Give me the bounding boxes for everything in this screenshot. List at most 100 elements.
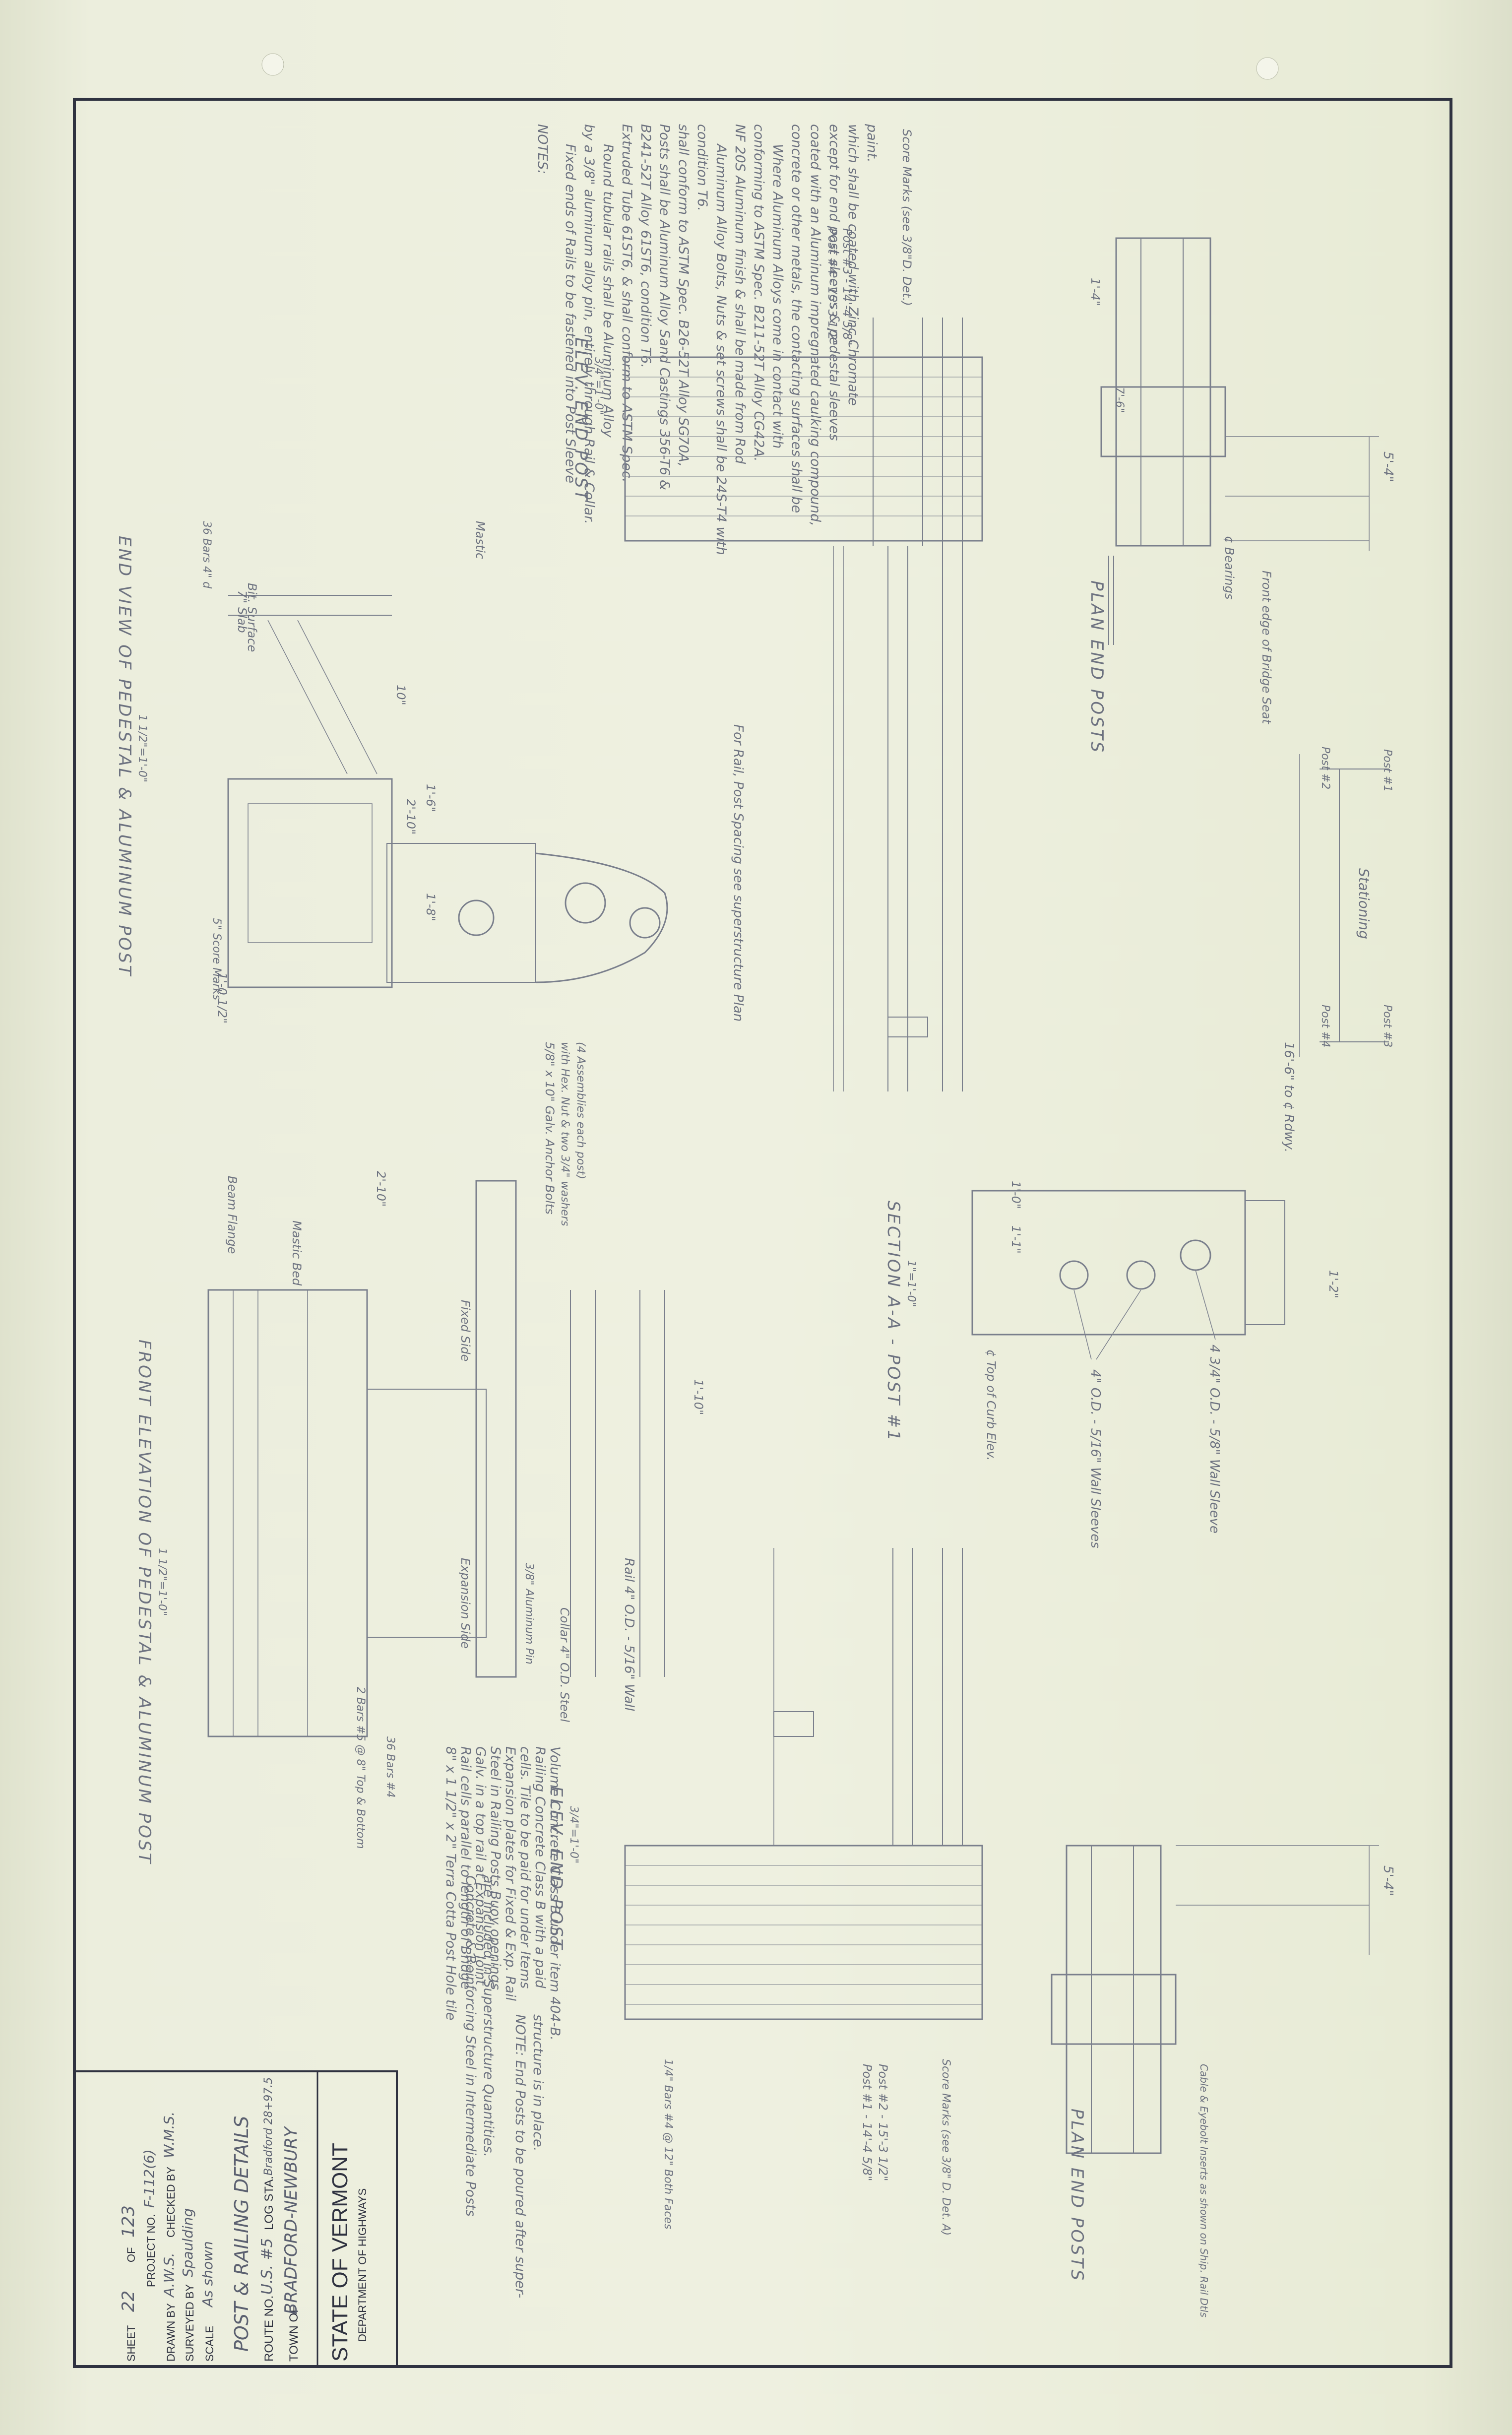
end-view-pedestal: Mastic 7" Slab Bit. Surface 36 Bars 4" d…	[115, 521, 668, 1226]
sheet-label: SHEET	[125, 2325, 137, 2362]
dim-2-10-a: 2'-10"	[404, 799, 418, 834]
aluminum-pin-label: 3/8" Aluminum Pin	[523, 1563, 535, 1665]
town-label: TOWN OF	[287, 2306, 301, 2362]
score-marks-top: Score Marks (see 3/8"D. Det.)	[900, 129, 914, 306]
bit-surface-label: Bit. Surface	[245, 583, 259, 652]
expansion-note-line: Railing Concrete Class B with a paid	[532, 1746, 548, 1988]
drawn-label: DRAWN BY	[165, 2303, 177, 2362]
dim-1-0-half: 1'-0 1/2"	[215, 972, 229, 1024]
drawing-title: POST & RAILING DETAILS	[231, 2116, 252, 2352]
note-line: Posts shall be Aluminum Alloy Sand Casti…	[657, 124, 672, 490]
dim-2-10-b: 2'-10"	[374, 1171, 388, 1207]
note-line: which shall be coated with Zinc Chromate	[845, 124, 861, 406]
project-label: PROJECT NO.	[145, 2214, 157, 2287]
score-marks-label: 5" Score Marks	[210, 918, 223, 1000]
concrete-note-1: Concrete & Reinforcing Steel in Intermed…	[463, 1875, 478, 2217]
expansion-note-line: Steel in Railing Posts Buoy openings	[488, 1746, 503, 1990]
fixed-side-label: Fixed Side	[458, 1300, 472, 1361]
end-view-title: END VIEW OF PEDESTAL & ALUMINUM POST	[115, 536, 134, 977]
route-value: U.S. #5	[258, 2238, 276, 2295]
note-line: coated with an Aluminum impregnated caul…	[808, 124, 823, 526]
anchor-bolts-label-3: (4 Assemblies each post)	[574, 1042, 587, 1179]
bottom-note-1: NOTE: End Posts to be poured after super…	[512, 2014, 528, 2298]
scale-value: As shown	[199, 2241, 216, 2308]
note-line: Fixed ends of Rails to be fastened into …	[563, 144, 578, 483]
note-line: except for end post sleeves & pedestal s…	[826, 124, 842, 441]
anchor-bolts-label: 5/8" x 10" Galv. Anchor Bolts	[543, 1042, 557, 1215]
post3-dim: Post #3 - 14'-4 5/8"	[840, 228, 854, 345]
bars-4-label: 36 Bars 4" d	[200, 521, 213, 589]
drawn-value: A.W.S.	[161, 2252, 177, 2298]
surveyed-value: Spaulding	[180, 2208, 196, 2277]
note-line: paint.	[864, 124, 880, 162]
dim-5-4-bottom: 5'-4"	[1381, 1865, 1395, 1896]
note-line: conforming to ASTM Spec. B211-52T Alloy …	[751, 124, 766, 461]
route-label: ROUTE NO.	[262, 2296, 276, 2362]
department-name: DEPARTMENT OF HIGHWAYS	[356, 2188, 369, 2342]
plan-end-posts-bottom-title: PLAN END POSTS	[1067, 2109, 1087, 2282]
sleeve-od-label: 4 3/4" O.D. - 5/8" Wall Sleeve	[1207, 1345, 1222, 1534]
post1-bottom: Post #1 - 14'-4 5/8"	[860, 2064, 874, 2181]
dim-1-0: 1'-0"	[1009, 1181, 1023, 1209]
section-aa: SECTION A-A - POST #1 1"=1'-0" 4" O.D. -…	[883, 1181, 1340, 1548]
rdwy-label: 16'-6" to ¢ Rdwy.	[1281, 1042, 1296, 1153]
mastic-bed-label: Mastic Bed	[290, 1220, 304, 1286]
dim-10: 10"	[394, 685, 408, 705]
bottom-note-2: structure is in place.	[530, 2014, 546, 2151]
elev-end-post-top-title: ELEV. END POST	[571, 337, 591, 502]
of-label: OF	[125, 2247, 137, 2262]
collar-label: Collar 4" O.D. Steel	[558, 1607, 571, 1722]
bottom-bars-label: 2 Bars #5 @ 8" Top & Bottom	[354, 1687, 367, 1849]
front-elev-scale: 1 1/2"=1'-0"	[156, 1548, 168, 1616]
expansion-note-line: cells. Tile to be paid for under Items	[517, 1746, 533, 1988]
post4-dim: Post #4 - 15'-3 1/2"	[825, 228, 839, 345]
note-line: Where Aluminum Alloys come in contact wi…	[770, 144, 785, 449]
note-line: shall conform to ASTM Spec. B26-52T Allo…	[676, 124, 691, 467]
post1-label: Post #1	[1381, 749, 1393, 792]
log-sta-value: Bradford 28+97.5	[262, 2077, 275, 2176]
expansion-note-line: Expansion plates for Fixed & Exp. Rail	[503, 1746, 518, 2001]
notes-heading: NOTES:	[535, 124, 550, 174]
plan-end-posts-bottom: 5'-4" PLAN END POSTS Cable & Eyebolt Ins…	[1051, 1845, 1395, 2317]
top-of-curb-label: ¢ Top of Curb Elev.	[984, 1349, 998, 1461]
section-aa-scale: 1"=1'-0"	[905, 1260, 917, 1307]
bottom-bars-2-label: 36 Bars #4	[384, 1736, 396, 1798]
elev-end-post-bottom: ELEV. END POST 3/4"=1'-0" NOTE: End Post…	[463, 1548, 983, 2298]
note-line: B241-52T Alloy 61ST6, condition T6.	[638, 124, 653, 368]
post4-label: Post #4	[1319, 1005, 1331, 1047]
state-name: STATE OF VERMONT	[328, 2143, 352, 2362]
dim-1-6: 1'-6"	[424, 784, 438, 812]
sleeves-label: 4" O.D. - 5/16" Wall Sleeves	[1088, 1369, 1103, 1548]
title-block: STATE OF VERMONT DEPARTMENT OF HIGHWAYS …	[73, 2070, 398, 2368]
project-value: F-112(6)	[141, 2149, 157, 2208]
stationing-label: Stationing	[1356, 868, 1372, 939]
sheet-border	[73, 98, 1452, 2368]
note-line: by a 3/8" aluminum alloy pin, entirely t…	[581, 124, 597, 524]
elev-end-post-top: Score Marks (see 3/8"D. Det.) Post #3 - …	[571, 129, 983, 1091]
sheet-value: 22	[119, 2291, 138, 2312]
elev-end-post-top-scale: 3/4"=1'-0"	[592, 357, 605, 415]
plan-end-posts-top-title: PLAN END POSTS	[1087, 580, 1107, 754]
cable-note: Cable & Eyebolt Inserts as shown on Ship…	[1198, 2064, 1210, 2317]
slab-label: 7" Slab	[235, 590, 249, 633]
concrete-note-2: are included in Superstructure Quantitie…	[481, 1875, 496, 2157]
binding-hole	[1256, 57, 1279, 80]
anchor-bolts-label-2: with Hex. Nut & two 3/4" washers	[559, 1042, 571, 1226]
front-edge-label: Front edge of Bridge Seat	[1260, 571, 1273, 725]
note-line: Round tubular rails shall be Aluminum Al…	[600, 144, 616, 438]
general-notes: NOTES: Fixed ends of Rails to be fastene…	[535, 124, 880, 555]
expansion-note-line: Rail cells parallel to length of Bridge	[458, 1746, 473, 1989]
dim-1-2: 1'-2"	[1326, 1270, 1340, 1298]
post2-bottom: Post #2 - 15'-3 1/2"	[876, 2064, 890, 2181]
score-marks-bottom: Score Marks (see 3/8" D. Det. A)	[940, 2059, 952, 2236]
binding-hole	[261, 53, 284, 76]
elev-end-post-bottom-title: ELEV. END POST	[546, 1786, 566, 1951]
dim-1-8: 1'-8"	[424, 893, 438, 921]
expansion-note-line: Galv. in a top rail at Expansion Joint	[473, 1746, 488, 1986]
surveyed-label: SURVEYED BY	[184, 2284, 196, 2362]
plan-end-posts-top: 5'-4" 1'-4" 7'-6" PLAN END POSTS Front e…	[1087, 237, 1395, 754]
checked-value: W.M.S.	[161, 2112, 177, 2158]
front-elev-pedestal: 2'-10" Beam Flange Mastic Bed Fixed Side…	[134, 1171, 705, 1865]
expansion-note: 8" x 1 1/2" x 2" Terra Cotta Post Hole t…	[443, 1746, 563, 2041]
